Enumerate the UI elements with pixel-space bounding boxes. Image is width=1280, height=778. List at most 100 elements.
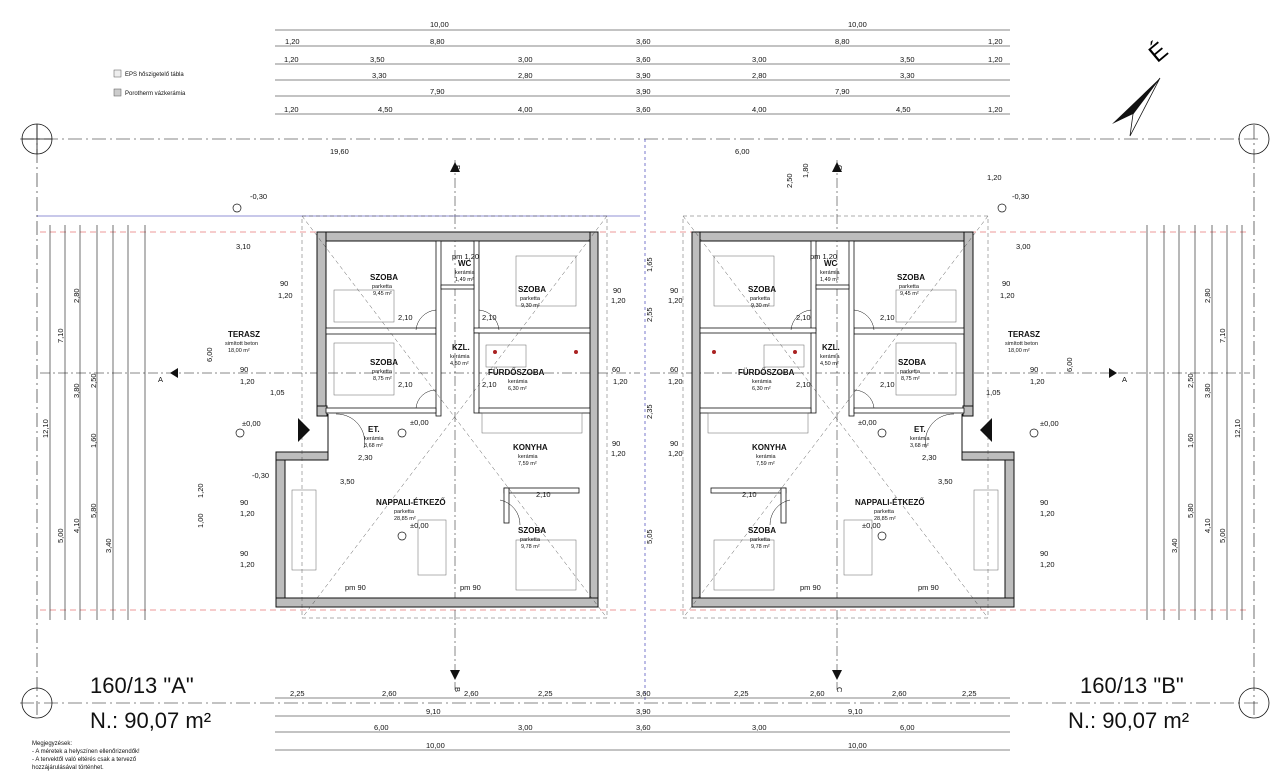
dim-label: 2,60	[892, 689, 907, 698]
room-material: kerámia	[364, 436, 385, 442]
dim-label: 90	[670, 286, 678, 295]
top-dim: 3,50	[900, 55, 915, 64]
room-area: 6,30 m²	[752, 386, 771, 392]
top-dim: 10,00	[430, 20, 449, 29]
room-name: ET.	[914, 425, 926, 434]
dim-label: 2,80	[72, 288, 81, 303]
dim-label: 1,20	[240, 509, 255, 518]
legend-swatch-eps	[113, 69, 122, 78]
section-label: B	[453, 165, 462, 170]
dim-label: 2,10	[398, 313, 413, 322]
room-material: parketta	[520, 296, 541, 302]
room-name: KONYHA	[513, 443, 548, 452]
dim-label: 90	[670, 439, 678, 448]
dim-label: 90	[280, 279, 288, 288]
room-name: TERASZ	[1008, 330, 1040, 339]
house-a	[275, 215, 608, 619]
dim-label: 1,20	[240, 377, 255, 386]
room-material: parketta	[899, 284, 920, 290]
dim-label: 1,20	[668, 377, 683, 386]
room-area: 28,85 m²	[394, 516, 416, 522]
dim-label: 90	[1040, 498, 1048, 507]
interior-dims: 90 1,20 90 1,20 90 1,20 90 1,20 3,10 3,0…	[236, 242, 1055, 592]
opening-label: pm 90	[800, 583, 821, 592]
dim-label: 2,60	[810, 689, 825, 698]
dim-label: 1,60	[1186, 433, 1195, 448]
room-area: 1,49 m²	[820, 277, 839, 283]
dim-label: 5,00	[56, 528, 65, 543]
top-dim: 1,20	[988, 55, 1003, 64]
dim-label: 9,10	[848, 707, 863, 716]
dim-label: 1,20	[278, 291, 293, 300]
notes-line: hozzájárulásával történhet.	[32, 765, 104, 771]
room-area: 1,49 m²	[455, 277, 474, 283]
dim-label: 2,50	[1186, 373, 1195, 388]
dim-label: 1,00	[196, 513, 205, 528]
dim-label: 2,10	[398, 380, 413, 389]
north-arrow-icon	[1112, 77, 1161, 137]
room-area: 3,68 m²	[910, 443, 929, 449]
grid-marker-tr	[1238, 123, 1270, 155]
room-material: parketta	[900, 369, 921, 375]
room-name: SZOBA	[370, 273, 398, 282]
legend-porotherm-label: Porotherm vázkerámia	[125, 91, 186, 97]
section-label: C	[835, 165, 844, 171]
room-name: SZOBA	[518, 285, 546, 294]
room-material: kerámia	[518, 454, 539, 460]
room-material: kerámia	[756, 454, 777, 460]
top-dim: 3,30	[372, 71, 387, 80]
rooms-b: SZOBA parketta 9,30 m² WC kerámia 1,49 m…	[738, 259, 1040, 550]
room-area: 9,78 m²	[521, 544, 540, 550]
room-name: SZOBA	[898, 358, 926, 367]
dim-label: 2,35	[645, 404, 654, 419]
room-area: 28,85 m²	[874, 516, 896, 522]
dim-label: 2,10	[536, 490, 551, 499]
room-name: KONYHA	[752, 443, 787, 452]
legend-eps-label: EPS hőszigetelő tábla	[125, 72, 184, 78]
grid-marker-br	[1238, 687, 1270, 719]
level-text: ±0,00	[862, 521, 881, 530]
dim-label: 3,50	[340, 477, 355, 486]
top-dim: 1,20	[285, 37, 300, 46]
section-label: C	[835, 687, 844, 693]
dim-label: 90	[1002, 279, 1010, 288]
room-area: 18,00 m²	[228, 348, 250, 354]
dim-label: 2,10	[742, 490, 757, 499]
dim-label: 60	[612, 365, 620, 374]
dim-label: 2,10	[482, 313, 497, 322]
grid-marker-bl	[21, 687, 53, 719]
dim-label: 90	[612, 439, 620, 448]
room-material: parketta	[750, 296, 771, 302]
notes-line: - A méretek a helyszínen ellenőrizendők!	[32, 749, 140, 755]
dim-label: 1,20	[240, 560, 255, 569]
opening-label: pm 90	[460, 583, 481, 592]
room-material: kerámia	[820, 354, 841, 360]
room-material: kerámia	[450, 354, 471, 360]
dim-label: 6,00	[374, 723, 389, 732]
top-dim: 1,20	[284, 55, 299, 64]
top-dim: 2,80	[752, 71, 767, 80]
side-dims-right: 12,10 7,10 5,00 2,80 3,80 4,10 5,80 3,40…	[1170, 288, 1242, 553]
top-dim: 7,90	[835, 87, 850, 96]
section-label: A	[1122, 375, 1127, 384]
room-material: parketta	[750, 537, 771, 543]
dim-label: 4,10	[72, 518, 81, 533]
dim-label: 60	[670, 365, 678, 374]
room-name: KZL.	[822, 343, 840, 352]
room-name: SZOBA	[897, 273, 925, 282]
dim-label: 3,10	[236, 242, 251, 251]
top-dim: 8,80	[835, 37, 850, 46]
top-dim: 4,00	[518, 105, 533, 114]
dim-label: 1,20	[987, 173, 1002, 182]
room-area: 9,78 m²	[751, 544, 770, 550]
room-name: WC	[824, 259, 838, 268]
level-text: -0,30	[250, 192, 267, 201]
room-name: TERASZ	[228, 330, 260, 339]
dim-label: 3,00	[518, 723, 533, 732]
room-name: NAPPALI-ÉTKEZŐ	[376, 498, 446, 507]
section-b-top-icon	[450, 162, 460, 172]
room-area: 8,75 m²	[901, 376, 920, 382]
room-name: NAPPALI-ÉTKEZŐ	[855, 498, 925, 507]
top-dim: 1,20	[988, 105, 1003, 114]
